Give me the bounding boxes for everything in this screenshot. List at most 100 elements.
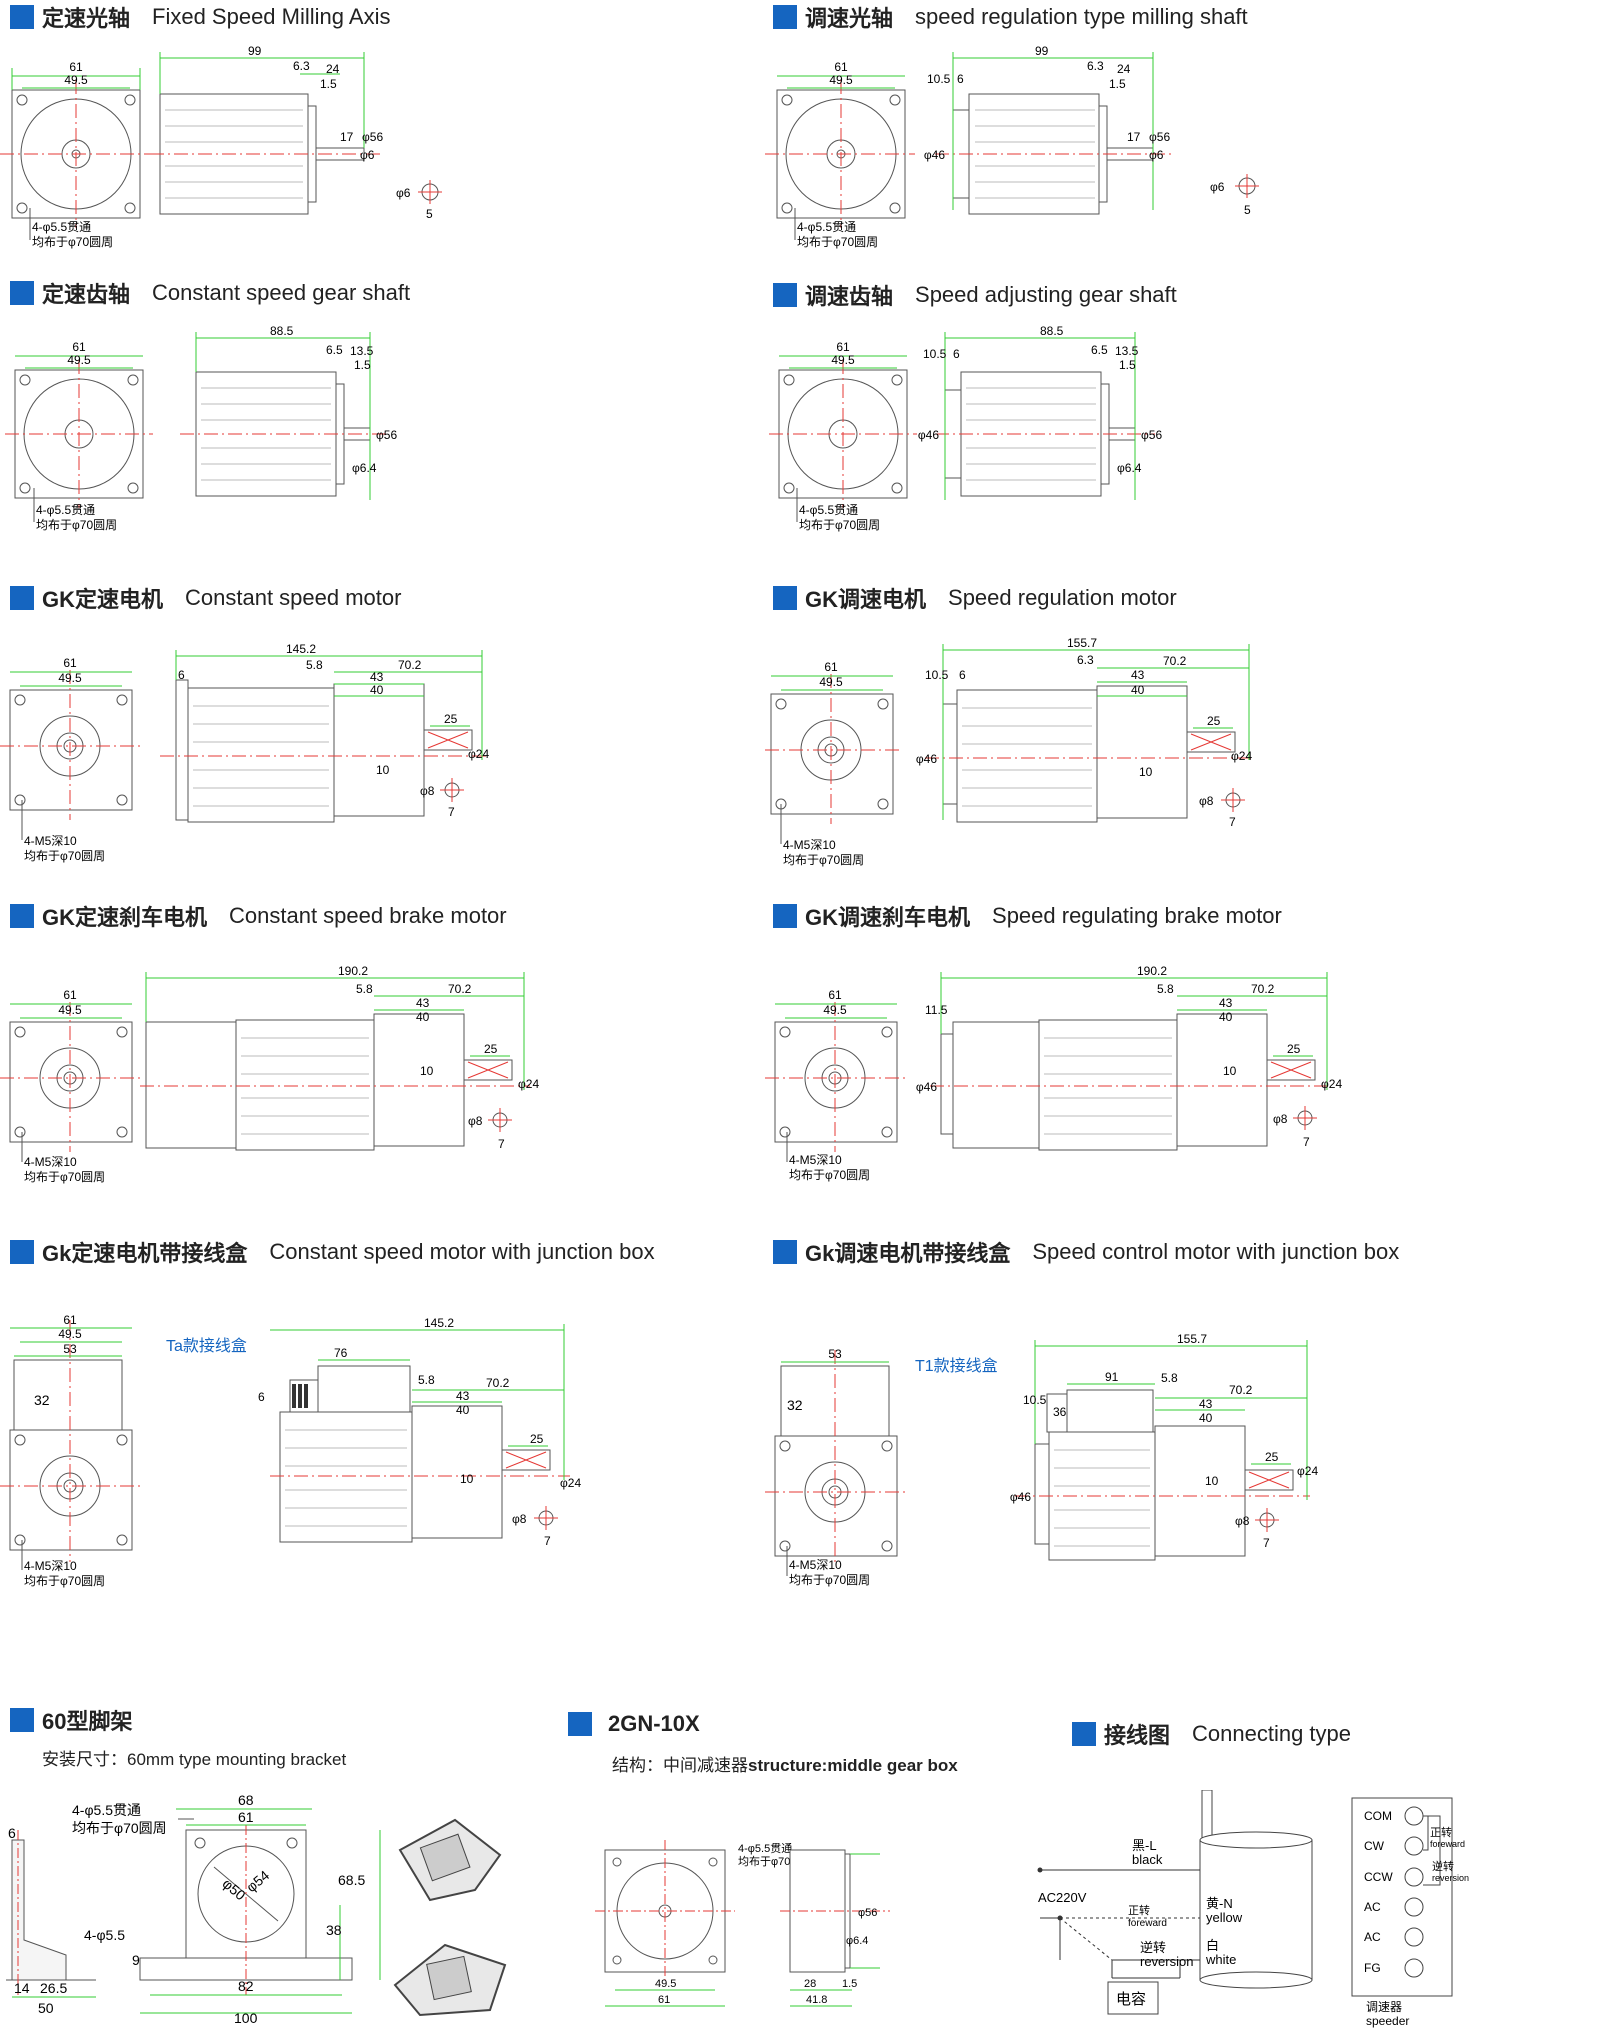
- header-gk-speed-box: Gk调速电机带接线盒 Speed control motor with junc…: [773, 1235, 1399, 1269]
- dim-7: 7: [448, 805, 455, 819]
- pcd-note: 均布于φ70圆周: [24, 1170, 105, 1184]
- dim-100: 100: [234, 2010, 258, 2026]
- dim-61: 61: [834, 60, 848, 74]
- dim-41-8: 41.8: [806, 1994, 827, 2006]
- terminal-com: COM: [1364, 1809, 1392, 1823]
- pcd-note: 均布于φ70圆周: [789, 1168, 870, 1182]
- section-title-zh: 接线图: [1104, 1723, 1171, 1748]
- dim-61: 61: [658, 1994, 670, 2006]
- section-title-zh: GK定速刹车电机: [42, 905, 208, 930]
- ctrl-fwd-en: foreward: [1430, 1839, 1465, 1849]
- header-speed-milling: 调速光轴 speed regulation type milling shaft: [773, 0, 1248, 34]
- front-view: 32 53 4-M5深10 均布于φ70圆周: [765, 1347, 907, 1587]
- dim-phi8: φ8: [468, 1114, 483, 1128]
- dim-25: 25: [1287, 1042, 1301, 1056]
- dim-5-8: 5.8: [306, 658, 323, 672]
- dim-13-5: 13.5: [350, 344, 374, 358]
- dim-10: 10: [1205, 1474, 1219, 1488]
- terminal-ac-1: AC: [1364, 1900, 1381, 1914]
- pcd-note: 均布于φ70圆周: [32, 235, 113, 249]
- t1-box-label: T1款接线盒: [915, 1357, 998, 1375]
- dim-5-8: 5.8: [1157, 982, 1174, 996]
- dim-phi6-4: φ6.4: [1117, 461, 1142, 475]
- dim-49-5: 49.5: [58, 1003, 82, 1017]
- dim-28: 28: [804, 1978, 816, 1990]
- dim-phi6-shaft: φ6: [1210, 180, 1225, 194]
- dim-phi8: φ8: [1199, 794, 1214, 808]
- section-title-en: Speed regulation motor: [948, 585, 1177, 610]
- pcd-note: 均布于φ70圆周: [72, 1820, 167, 1836]
- dim-6-3: 6.3: [1077, 653, 1094, 667]
- dim-6-3: 6.3: [293, 59, 310, 73]
- section-title-zh: Gk定速电机带接线盒: [42, 1241, 248, 1266]
- dim-24: 24: [1117, 62, 1131, 76]
- dim-43: 43: [416, 996, 430, 1010]
- bracket-side-view: 6 4-φ5.5 14 26.5 50: [6, 1825, 125, 2016]
- speed-controller: COM CW CCW AC AC FG 正转 foreward 逆转 rever…: [1351, 1797, 1469, 1997]
- dim-49-5: 49.5: [819, 675, 843, 689]
- dim-phi8: φ8: [420, 784, 435, 798]
- hole-note: 4-φ5.5贯通: [32, 220, 91, 234]
- dim-phi56: φ56: [1141, 428, 1162, 442]
- bracket-caption: 安装尺寸：60mm type mounting bracket: [42, 1750, 347, 1769]
- dim-1-5: 1.5: [354, 358, 371, 372]
- pcd-note: 均布于φ70圆周: [789, 1573, 870, 1587]
- dim-6-5: 6.5: [326, 343, 343, 357]
- dim-70-2: 70.2: [486, 1376, 510, 1390]
- front-view: 61 49.5 4-M5深10 均布于φ70圆周: [765, 660, 903, 867]
- header-gk-const-box: Gk定速电机带接线盒 Constant speed motor with jun…: [10, 1235, 655, 1269]
- dim-145-2: 145.2: [424, 1316, 454, 1330]
- dim-6: 6: [959, 668, 966, 682]
- dim-phi46: φ46: [924, 148, 945, 162]
- dim-7: 7: [544, 1534, 551, 1548]
- dim-1-5: 1.5: [842, 1978, 857, 1990]
- gk-speed-box-drawing: 32 53 4-M5深10 均布于φ70圆周 T1款接线盒 155.7 91 1…: [765, 1332, 1318, 1587]
- dim-9: 9: [132, 1952, 140, 1968]
- dim-25: 25: [484, 1042, 498, 1056]
- gearbox-caption: 结构：中间减速器structure:middle gear box: [612, 1751, 958, 1776]
- side-view: 190.2 11.5 φ46 5.8 70.2 43 40 25 10 φ24 …: [916, 964, 1342, 1151]
- dim-155-7: 155.7: [1067, 636, 1097, 650]
- gearbox-caption-prefix: 结构：中间减速器: [612, 1756, 748, 1775]
- header-gk-const: GK定速电机 Constant speed motor: [10, 581, 401, 615]
- dim-10-5: 10.5: [927, 72, 951, 86]
- header-gearbox: 2GN-10X: [568, 1707, 722, 1741]
- header-speed-gear: 调速齿轴 Speed adjusting gear shaft: [773, 278, 1177, 312]
- dim-phi24: φ24: [560, 1476, 581, 1490]
- gk-const-drawing: 61 49.5 4-M5深10 均布于φ70圆周 145.2 6 5.8 70.…: [0, 642, 490, 863]
- dim-6: 6: [8, 1825, 16, 1841]
- header-wiring: 接线图 Connecting type: [1072, 1717, 1351, 1751]
- dim-70-2: 70.2: [1163, 654, 1187, 668]
- dim-91: 91: [1105, 1370, 1119, 1384]
- terminal-ccw: CCW: [1364, 1870, 1393, 1884]
- header-gk-speed-brake: GK调速刹车电机 Speed regulating brake motor: [773, 899, 1282, 933]
- section-title-zh: 定速光轴: [42, 6, 131, 31]
- const-gear-drawing: 61 49.5 4-φ5.5贯通 均布于φ70圆周 88.5 6.5 13.5 …: [5, 324, 397, 532]
- bracket-3d-image: [393, 1818, 507, 2017]
- pcd-note: 均布于φ70圆周: [799, 518, 880, 532]
- dim-13-5: 13.5: [1115, 344, 1139, 358]
- dim-1-5: 1.5: [320, 77, 337, 91]
- hole-note: 4-φ5.5贯通: [738, 1842, 792, 1855]
- ctrl-rev-en: reversion: [1432, 1873, 1469, 1883]
- header-fixed-milling: 定速光轴 Fixed Speed Milling Axis: [10, 0, 390, 34]
- dim-6: 6: [258, 1390, 265, 1404]
- section-title-zh: 2GN-10X: [608, 1711, 700, 1736]
- section-marker-icon: [10, 1240, 34, 1264]
- dim-5: 5: [426, 207, 433, 221]
- terminal-icon: [1404, 1806, 1424, 1826]
- gk-const-brake-drawing: 61 49.5 4-M5深10 均布于φ70圆周 190.2 5.8 70.2 …: [0, 964, 539, 1184]
- fwd-en: foreward: [1128, 1918, 1167, 1929]
- section-title-en: Constant speed gear shaft: [152, 280, 411, 305]
- dim-phi6-shaft: φ6: [396, 186, 411, 200]
- section-title-zh: 60型脚架: [42, 1709, 133, 1734]
- pcd-note: 均布于φ70圆周: [24, 1574, 105, 1588]
- dim-7: 7: [498, 1137, 505, 1151]
- ac220v-label: AC220V: [1038, 1890, 1087, 1905]
- hole-note: 4-M5深10: [789, 1153, 842, 1167]
- wire-yellow-en: yellow: [1206, 1910, 1243, 1925]
- dim-32: 32: [787, 1397, 803, 1413]
- dim-99: 99: [248, 44, 262, 58]
- dim-70-2: 70.2: [398, 658, 422, 672]
- dim-14: 14: [14, 1980, 30, 1996]
